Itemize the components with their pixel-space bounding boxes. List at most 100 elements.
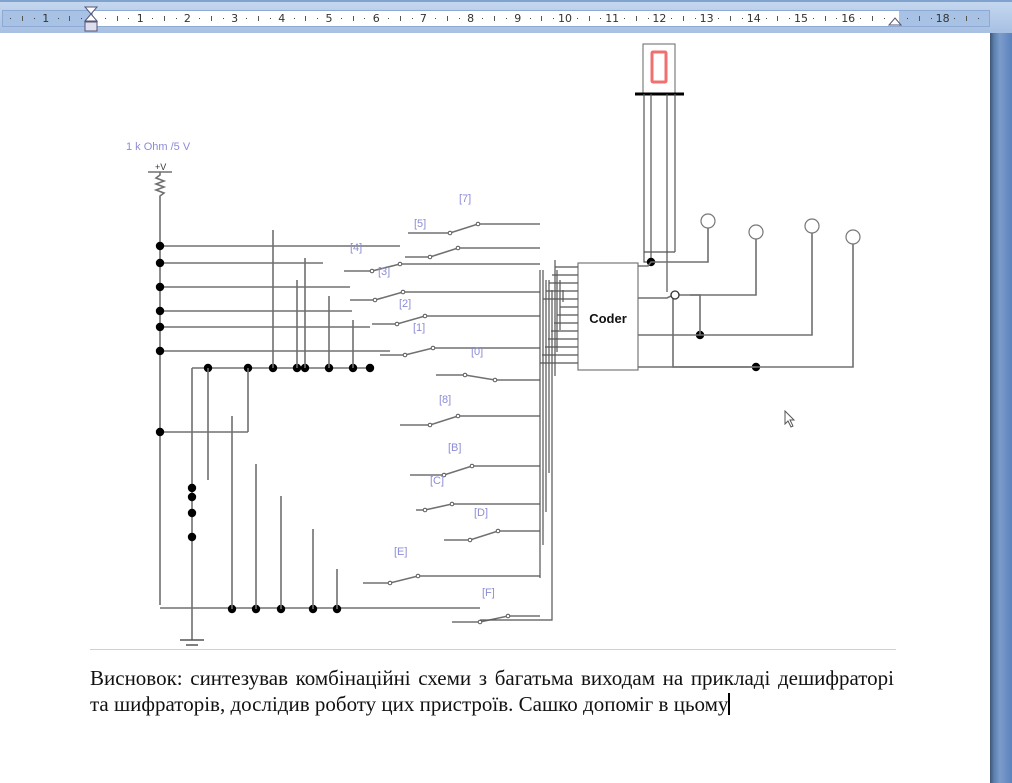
ruler-tick [919, 16, 920, 21]
ruler-number: 13 [699, 12, 714, 25]
switch-label-2: [2] [399, 298, 411, 310]
switch-label-B: [B] [448, 442, 461, 454]
ruler-tick [789, 18, 791, 19]
ruler-tick [576, 18, 578, 19]
switch-label-4: [4] [350, 242, 362, 254]
switch [344, 263, 540, 272]
ruler-tick [270, 18, 271, 19]
ruler-tick [694, 18, 696, 19]
display-digit-zero [650, 50, 668, 84]
ruler-tick [399, 16, 401, 21]
ruler-tick [529, 18, 531, 19]
switch-contact [469, 463, 475, 469]
switch-label-C: [C] [430, 475, 444, 487]
ruler-tick [175, 18, 177, 19]
indent-marker[interactable] [84, 6, 98, 33]
switch-contact [505, 613, 511, 619]
switch-label-E: [E] [394, 546, 407, 558]
ruler-tick [81, 18, 83, 19]
ruler-tick [635, 16, 637, 21]
ruler-tick [930, 18, 932, 19]
ruler-tick [163, 16, 165, 21]
switch-contact [372, 297, 378, 303]
ruler-tick [494, 16, 496, 21]
switch-contact [427, 254, 433, 260]
switch [400, 415, 540, 426]
switch [436, 374, 540, 381]
ruler-tick [199, 18, 201, 19]
ruler-tick [246, 18, 248, 19]
document-page[interactable] [0, 33, 990, 783]
ruler-tick [730, 16, 732, 21]
ruler-number: 11 [605, 12, 620, 25]
switch [416, 503, 540, 511]
switch-contact [387, 580, 393, 586]
switch-contact [441, 472, 447, 478]
switch-contact [427, 422, 433, 428]
switches [344, 221, 540, 625]
supply-label: 1 k Ohm /5 V [126, 141, 191, 153]
coder-label: Coder [589, 311, 627, 326]
switch-contact [477, 619, 483, 625]
ruler-tick [765, 18, 767, 19]
text-caret [728, 693, 730, 715]
ruler-tick [506, 18, 507, 19]
ruler-tick [340, 18, 342, 19]
probe-2 [748, 224, 764, 240]
switch-contact [495, 528, 501, 534]
ruler-tick [812, 18, 814, 19]
switch-contact [422, 313, 428, 319]
ruler-number: 1 [42, 12, 50, 25]
ruler-tick [222, 18, 224, 19]
conclusion-paragraph[interactable]: Висновок: синтезував комбінаційні схеми … [90, 665, 894, 717]
ruler-tick [352, 16, 354, 21]
ruler-tick [128, 18, 130, 19]
mouse-cursor-icon [784, 410, 796, 428]
ruler-tick [435, 18, 437, 19]
switch-label-5: [5] [414, 218, 426, 230]
switch-label-0: [0] [471, 346, 483, 358]
ruler-tick [978, 18, 979, 19]
switch [350, 291, 540, 301]
ruler-tick [777, 16, 779, 21]
switch-contact [449, 501, 455, 507]
image-border [90, 649, 896, 650]
window-edge [990, 33, 1012, 783]
ruler-tick [541, 16, 543, 21]
switch-contact [467, 537, 473, 543]
ruler-tick [258, 16, 260, 21]
ruler-tick [907, 18, 909, 19]
ruler-tick [57, 18, 59, 19]
ruler-tick [317, 18, 319, 19]
ruler-tick [718, 18, 720, 19]
circuit-schematic-image: 1 k Ohm /5 V +V [126, 43, 861, 646]
switch-label-F: [F] [482, 587, 495, 599]
ruler-tick [824, 16, 826, 21]
ruler-tick [388, 18, 389, 19]
switch-contact [455, 245, 461, 251]
switch [452, 615, 540, 623]
switch-contact [430, 345, 436, 351]
probe-1 [700, 213, 716, 229]
switch-labels: [7] [5] [4] [3] [2] [1] [0] [8] [B] [C] … [350, 193, 495, 599]
ruler-tick [860, 18, 861, 19]
ruler-tick [647, 18, 649, 19]
coder-block: Coder [577, 262, 639, 371]
ruler-number: 14 [746, 12, 761, 25]
right-indent-marker[interactable] [888, 16, 902, 26]
ruler-tick [104, 18, 106, 19]
input-bus [160, 245, 480, 646]
ruler-tick [624, 18, 625, 19]
ruler-number: 2 [183, 12, 191, 25]
switch-label-1: [1] [413, 322, 425, 334]
ruler-text-area [93, 11, 899, 26]
switch-contact [402, 352, 408, 358]
switch-contact [447, 230, 453, 236]
ruler-number: 10 [558, 12, 572, 25]
ruler-tick [458, 18, 460, 19]
coder-outputs [638, 228, 854, 368]
ruler-tick [683, 16, 684, 21]
ruler-tick [482, 18, 484, 19]
